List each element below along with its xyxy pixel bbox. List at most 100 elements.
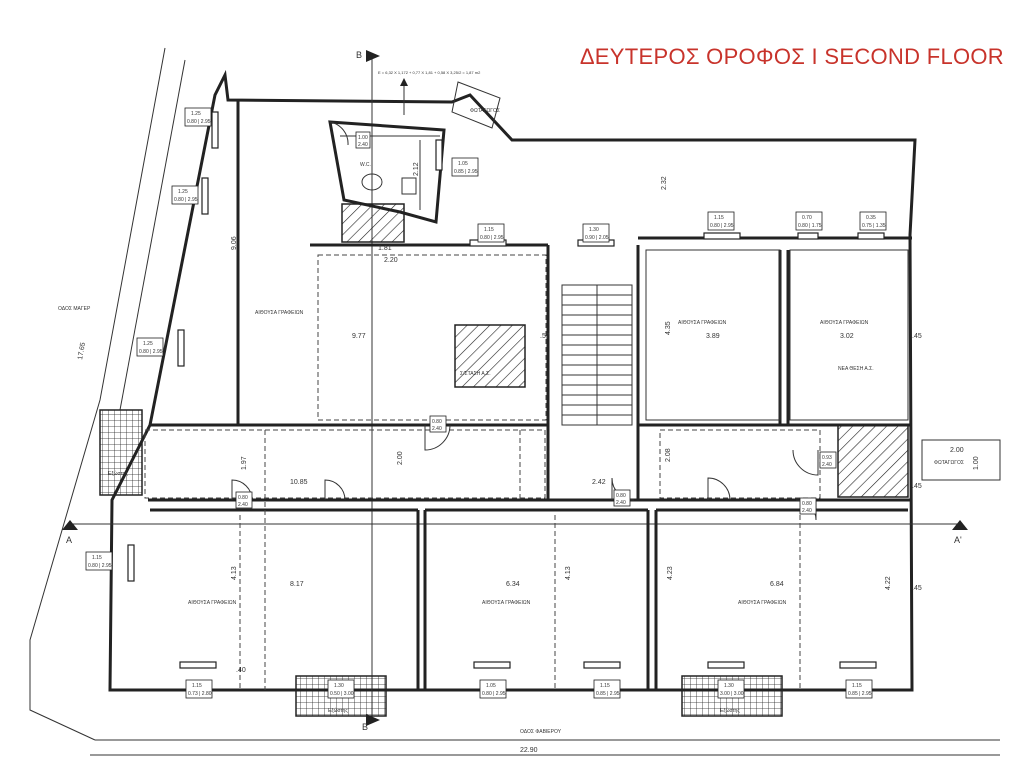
room-label-office-bottom-2: ΑΙΘΟΥΣΑ ΓΡΑΦΕΙΩΝ: [482, 600, 531, 606]
dimension-977: 9.77: [352, 333, 366, 340]
svg-text:0.73 | 2.80: 0.73 | 2.80: [188, 691, 212, 697]
central-shaft-label: Σ/ΣΤΑΣΗ Α.Σ.: [460, 371, 491, 377]
dimension-413-a: 4.13: [231, 566, 238, 580]
window-wc: [435, 139, 443, 171]
dimension-242: 2.42: [592, 479, 606, 486]
svg-text:0.70: 0.70: [802, 215, 812, 221]
door-swing-3: [324, 479, 346, 501]
dimension-817: 8.17: [290, 581, 304, 588]
svg-text:0.80 | 2.95: 0.80 | 2.95: [710, 223, 734, 229]
svg-text:1.25: 1.25: [191, 111, 201, 117]
room-label-office-upper-left: ΑΙΘΟΥΣΑ ΓΡΑΦΕΙΩΝ: [255, 310, 304, 316]
opening-tag-14: 1.15 0.85 | 2.95: [593, 679, 621, 699]
dimension-906: 9.06: [231, 236, 238, 250]
wc-shaft-hatch: [341, 203, 405, 243]
door-tag-3: 0.802.40: [235, 491, 253, 509]
office-room-right-2: [789, 249, 909, 421]
svg-text:0.80 | 2.95: 0.80 | 2.95: [174, 197, 198, 203]
svg-text:0.93: 0.93: [822, 455, 832, 461]
section-marker-b-top: [366, 50, 380, 62]
svg-text:1.30: 1.30: [724, 683, 734, 689]
svg-text:0.80: 0.80: [802, 501, 812, 507]
svg-text:2.40: 2.40: [238, 502, 248, 508]
svg-text:1.25: 1.25: [143, 341, 153, 347]
dimension-422: 4.22: [885, 576, 892, 590]
dimension-232: 2.32: [661, 176, 668, 190]
dimension-220: 2.20: [384, 257, 398, 264]
svg-text:2.40: 2.40: [358, 142, 368, 148]
north-arrowhead: [400, 78, 408, 86]
dimension-45-c: .45: [912, 585, 922, 592]
opening-tag-10: 1.050.85 | 2.95: [451, 157, 479, 177]
dimension-1085: 10.85: [290, 479, 308, 486]
door-tag-2: 0.802.40: [429, 415, 447, 433]
balcony-label-bottom-1: Εξώστης: [328, 707, 348, 714]
dimension-400: 2.00: [397, 451, 404, 465]
section-label-a-prime: A': [954, 535, 962, 545]
door-tag-6: 0.932.40: [819, 451, 837, 469]
svg-text:0.80 | 2.95: 0.80 | 2.95: [187, 119, 211, 125]
central-shaft-hatch: [454, 324, 526, 388]
svg-text:1.05: 1.05: [458, 161, 468, 167]
room-label-office-bottom-3: ΑΙΘΟΥΣΑ ΓΡΑΦΕΙΩΝ: [738, 600, 787, 606]
window-bottom-2: [473, 661, 511, 669]
svg-text:1.15: 1.15: [714, 215, 724, 221]
svg-text:0.50 | 3.00: 0.50 | 3.00: [330, 691, 354, 697]
dimension-40: .40: [236, 667, 246, 674]
svg-text:0.80: 0.80: [238, 495, 248, 501]
svg-text:0.80 | 2.95: 0.80 | 2.95: [482, 691, 506, 697]
room-label-office-right-1: ΑΙΘΟΥΣΑ ΓΡΑΦΕΙΩΝ: [678, 320, 727, 326]
svg-text:1.15: 1.15: [192, 683, 202, 689]
window-left-3: [177, 329, 185, 367]
svg-text:0.80 | 2.95: 0.80 | 2.95: [480, 235, 504, 241]
svg-text:0.80: 0.80: [432, 419, 442, 425]
window-top-3: [703, 232, 741, 240]
new-lift-shaft: [837, 424, 909, 498]
plan-title: ΔΕΥΤΕΡΟΣ ΟΡΟΦΟΣ I SECOND FLOOR: [579, 44, 1004, 69]
window-top-5: [857, 232, 885, 240]
dimension-annex-height: 1.00: [973, 456, 980, 470]
svg-text:2.40: 2.40: [822, 462, 832, 468]
opening-tag-4: 1.150.80 | 2.95: [85, 551, 113, 571]
office-room-right-1: [645, 249, 781, 421]
door-swing-7: [792, 449, 819, 476]
svg-text:0.85 | 2.95: 0.85 | 2.95: [848, 691, 872, 697]
svg-text:1.15: 1.15: [600, 683, 610, 689]
door-swing-5: [707, 477, 731, 501]
balcony-label-bottom-2: Εξώστης: [720, 707, 740, 714]
opening-tag-13: 1.050.80 | 2.95: [479, 679, 507, 699]
svg-text:0.80 | 2.95: 0.80 | 2.95: [88, 563, 112, 569]
window-bottom-4: [707, 661, 745, 669]
street-edge-left-inner: [119, 59, 186, 411]
street-label-bottom: ΟΔΟΣ ΦΑΒΙΕΡΟΥ: [520, 729, 562, 735]
section-marker-a: [62, 520, 78, 530]
svg-text:1.30: 1.30: [589, 227, 599, 233]
dimension-684: 6.84: [770, 581, 784, 588]
dimension-left-length: 17.65: [77, 342, 87, 361]
wc-label: W.C.: [360, 162, 371, 168]
opening-tag-11: 1.15 0.73 | 2.80: [185, 679, 213, 699]
window-top-4: [797, 232, 819, 240]
dimension-57: .57: [540, 333, 550, 340]
opening-tag-2: 1.250.80 | 2.95: [171, 185, 199, 205]
opening-tag-16: 1.150.85 | 2.95: [845, 679, 873, 699]
street-label-left: ΟΔΟΣ ΜΑΓΕΡ: [58, 306, 91, 312]
dimension-45-b: .45: [912, 483, 922, 490]
dimension-435: 4.35: [665, 321, 672, 335]
staircase: [561, 284, 633, 426]
dimension-annex-width: 2.00: [950, 447, 964, 454]
dimension-45-a: .45: [912, 333, 922, 340]
svg-text:0.85 | 2.95: 0.85 | 2.95: [596, 691, 620, 697]
door-tag-5: 0.802.40: [799, 497, 817, 515]
svg-text:2.40: 2.40: [616, 500, 626, 506]
svg-text:2.40: 2.40: [802, 508, 812, 514]
door-tag-wc: 1.00 2.40: [355, 131, 371, 149]
dimension-181: 1.81: [378, 245, 392, 252]
dimension-634: 6.34: [506, 581, 520, 588]
window-bottom-1: [179, 661, 217, 669]
svg-text:0.75 | 1.35: 0.75 | 1.35: [862, 223, 886, 229]
dimension-208: 2.08: [665, 448, 672, 462]
door-swing-1: [424, 424, 451, 451]
section-marker-b-bottom: [366, 714, 380, 726]
